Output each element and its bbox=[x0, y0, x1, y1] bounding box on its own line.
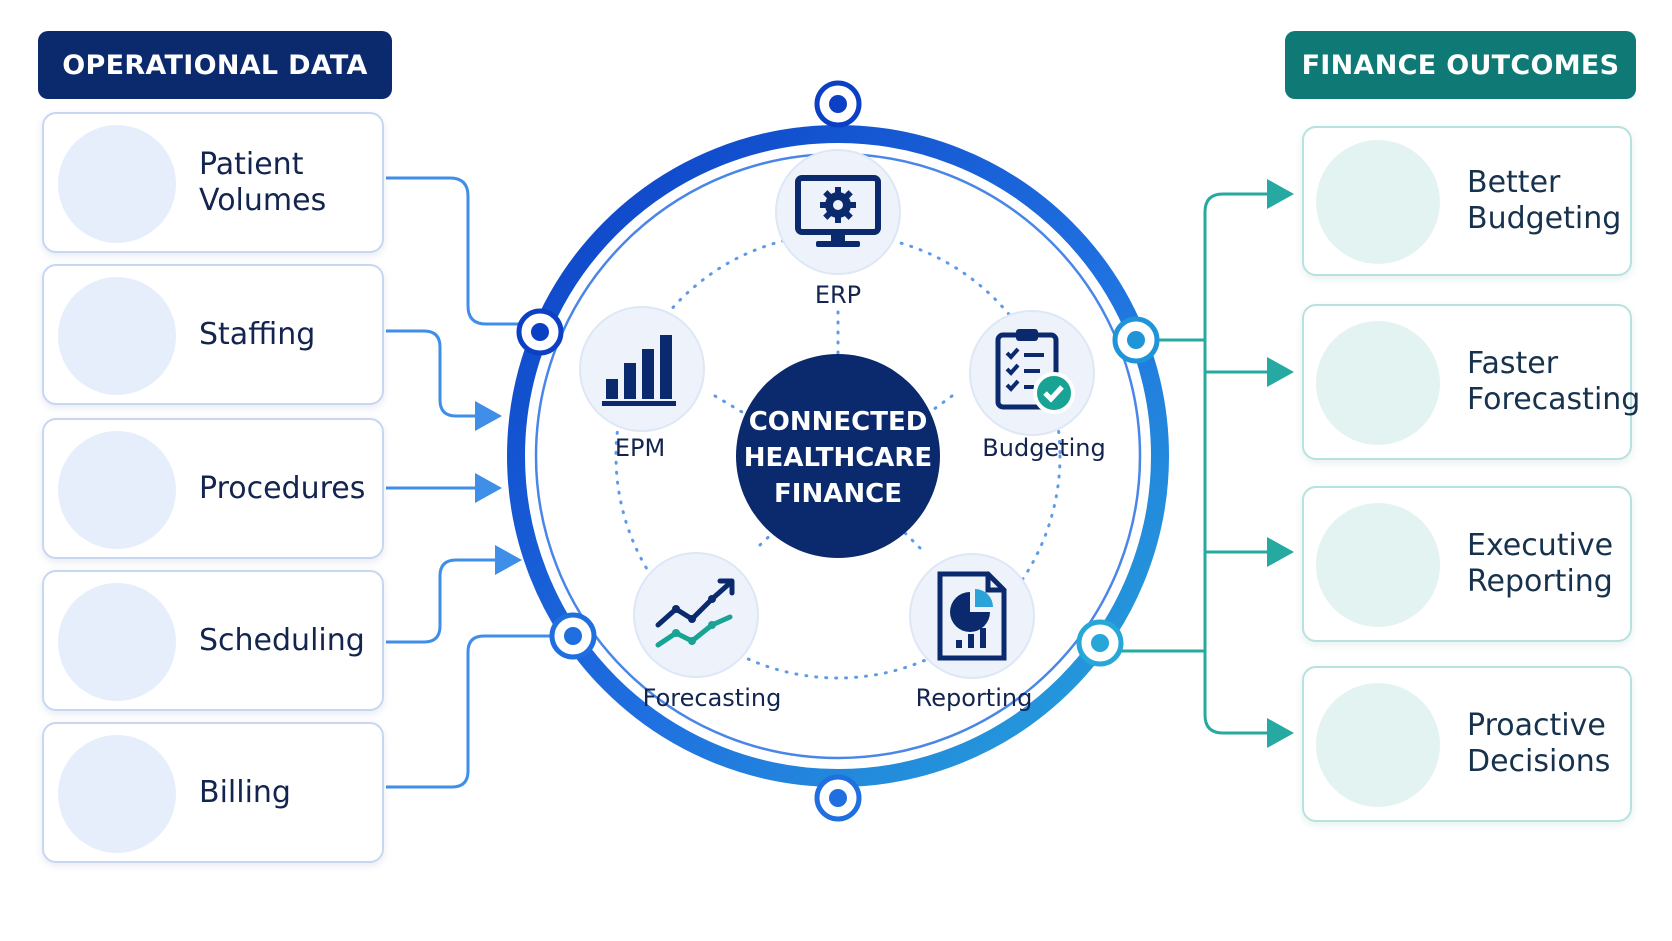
finance-outcomes-header: FINANCE OUTCOMES bbox=[1285, 31, 1636, 99]
icon-backdrop bbox=[1316, 683, 1440, 807]
ring-node-right-upper bbox=[1112, 316, 1160, 364]
icon-backdrop bbox=[58, 125, 176, 243]
ring-node-top bbox=[814, 80, 862, 128]
card-scheduling: Scheduling bbox=[42, 570, 384, 711]
ring-node-left-lower bbox=[549, 612, 597, 660]
monitor-gear-icon bbox=[795, 175, 881, 247]
card-label: Procedures bbox=[199, 470, 366, 506]
card-billing: Billing bbox=[42, 722, 384, 863]
left-connectors bbox=[386, 176, 560, 789]
connector-trunk bbox=[1203, 192, 1224, 735]
node-label-erp: ERP bbox=[814, 281, 862, 309]
dotted-orbit bbox=[614, 232, 1062, 680]
ring-node-bottom bbox=[814, 774, 862, 822]
connector-scheduling bbox=[386, 545, 522, 644]
operational-data-header: OPERATIONAL DATA bbox=[38, 31, 392, 99]
node-label-reporting: Reporting bbox=[915, 684, 1033, 712]
ring-node-left-upper bbox=[516, 308, 564, 356]
ring-node-right-lower bbox=[1076, 619, 1124, 667]
card-label: Scheduling bbox=[199, 622, 365, 658]
bar-chart-icon bbox=[602, 335, 676, 406]
card-procedures: Procedures bbox=[42, 418, 384, 559]
ring-nodes bbox=[516, 80, 1160, 822]
icon-backdrop bbox=[58, 431, 176, 549]
card-label: Staffing bbox=[199, 316, 316, 352]
node-label-forecasting: Forecasting bbox=[642, 684, 782, 712]
node-label-epm: EPM bbox=[614, 434, 666, 462]
icon-backdrop bbox=[1316, 503, 1440, 627]
icon-backdrop bbox=[1316, 140, 1440, 264]
card-staffing: Staffing bbox=[42, 264, 384, 405]
checklist-icon bbox=[995, 329, 1075, 414]
center-hub bbox=[736, 354, 940, 558]
icon-backdrop bbox=[58, 735, 176, 853]
report-chart-icon bbox=[937, 571, 1007, 661]
icon-backdrop bbox=[58, 583, 176, 701]
node-label-budgeting: Budgeting bbox=[982, 434, 1106, 462]
connector-billing bbox=[386, 634, 560, 789]
icon-backdrop bbox=[58, 277, 176, 395]
card-label: Billing bbox=[199, 774, 291, 810]
connector-patient-volumes bbox=[386, 176, 530, 326]
connector-staffing bbox=[386, 329, 502, 431]
icon-backdrop bbox=[1316, 321, 1440, 445]
center-hub-label: CONNECTED HEALTHCARE FINANCE bbox=[743, 407, 933, 509]
trend-lines-icon bbox=[655, 578, 735, 648]
right-connectors bbox=[1100, 179, 1294, 748]
